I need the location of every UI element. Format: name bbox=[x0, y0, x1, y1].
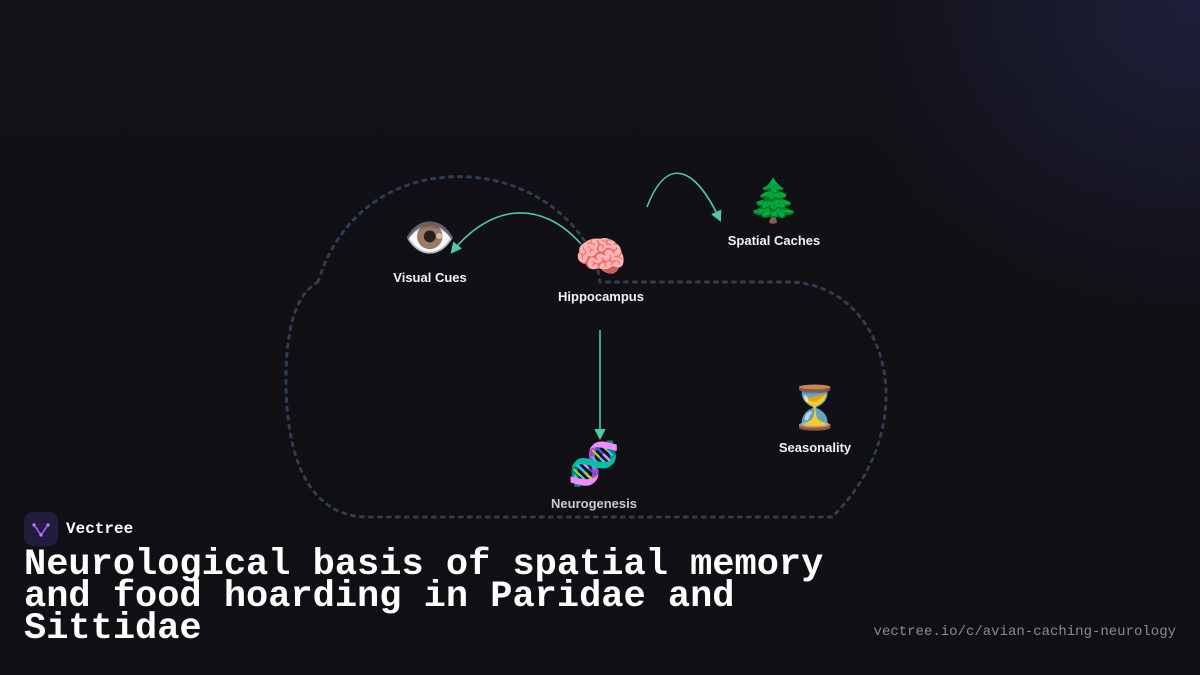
node-hippocampus[interactable]: 🧠 Hippocampus bbox=[558, 232, 644, 305]
page-title: Neurological basis of spatial memory and… bbox=[24, 544, 824, 650]
node-label: Neurogenesis bbox=[551, 496, 637, 511]
edge-hippocampus-spatial-caches bbox=[646, 172, 722, 223]
node-label: Spatial Caches bbox=[727, 233, 821, 248]
evergreen-tree-icon: 🌲 bbox=[747, 176, 801, 225]
source-url[interactable]: vectree.io/c/avian-caching-neurology bbox=[873, 624, 1176, 640]
brain-icon: 🧠 bbox=[574, 232, 628, 281]
brand[interactable]: Vectree bbox=[24, 512, 133, 546]
dna-icon: 🧬 bbox=[567, 439, 621, 488]
brand-name: Vectree bbox=[66, 520, 134, 538]
vectree-logo-icon bbox=[24, 512, 58, 546]
node-label: Visual Cues bbox=[393, 270, 467, 285]
hourglass-icon: ⏳ bbox=[788, 383, 842, 432]
node-neurogenesis[interactable]: 🧬 Neurogenesis bbox=[551, 439, 637, 512]
node-seasonality[interactable]: ⏳ Seasonality bbox=[778, 383, 852, 456]
node-spatial-caches[interactable]: 🌲 Spatial Caches bbox=[727, 176, 821, 249]
node-label: Hippocampus bbox=[558, 289, 644, 304]
eye-icon: 👁️ bbox=[403, 213, 457, 262]
node-visual-cues[interactable]: 👁️ Visual Cues bbox=[393, 213, 467, 286]
edge-hippocampus-visual-cues bbox=[450, 212, 582, 254]
node-label: Seasonality bbox=[778, 440, 852, 455]
region-outline bbox=[284, 175, 888, 519]
